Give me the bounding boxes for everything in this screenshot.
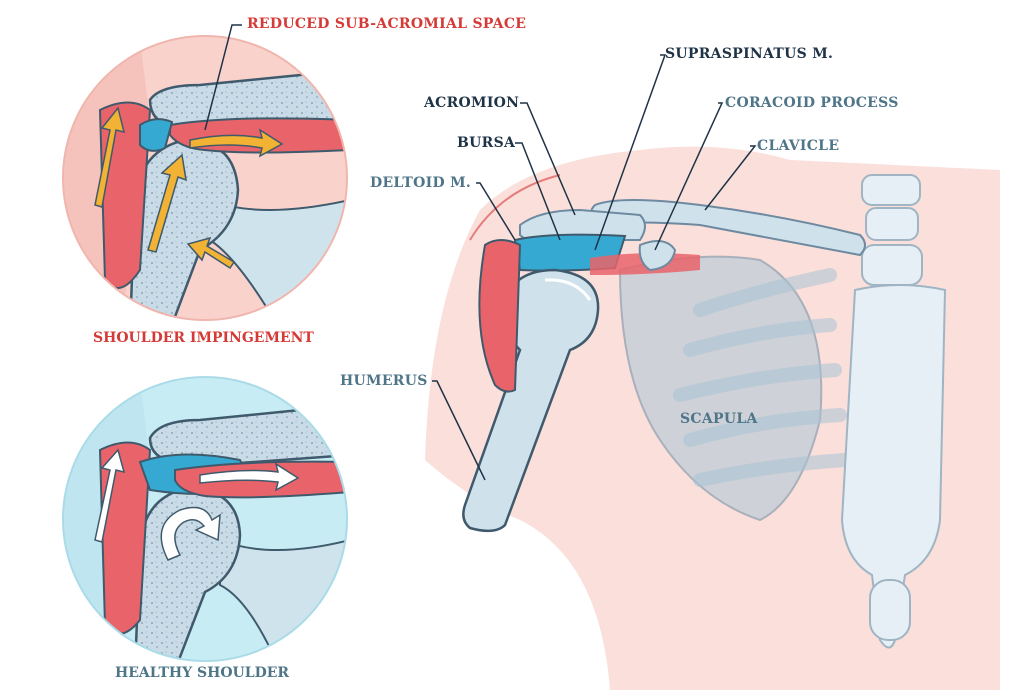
healthy-detail-circle (62, 376, 348, 662)
label-coracoid-process: CORACOID PROCESS (725, 95, 899, 111)
torso-illustration (425, 146, 1000, 690)
label-scapula: SCAPULA (680, 411, 758, 427)
caption-shoulder-impingement: SHOULDER IMPINGEMENT (93, 330, 314, 346)
impingement-detail-circle (62, 35, 348, 321)
label-acromion: ACROMION (424, 95, 520, 111)
label-reduced-subacromial-space: REDUCED SUB-ACROMIAL SPACE (247, 16, 527, 32)
label-humerus: HUMERUS (340, 373, 428, 389)
leader-lines (204, 24, 757, 481)
label-deltoid: DELTOID M. (370, 175, 472, 191)
humerus-bone (462, 268, 600, 533)
label-bursa: BURSA (457, 135, 516, 151)
label-clavicle: CLAVICLE (757, 138, 840, 154)
caption-healthy-shoulder: HEALTHY SHOULDER (115, 665, 290, 681)
label-supraspinatus: SUPRASPINATUS M. (665, 46, 834, 62)
deltoid-muscle (478, 239, 522, 393)
